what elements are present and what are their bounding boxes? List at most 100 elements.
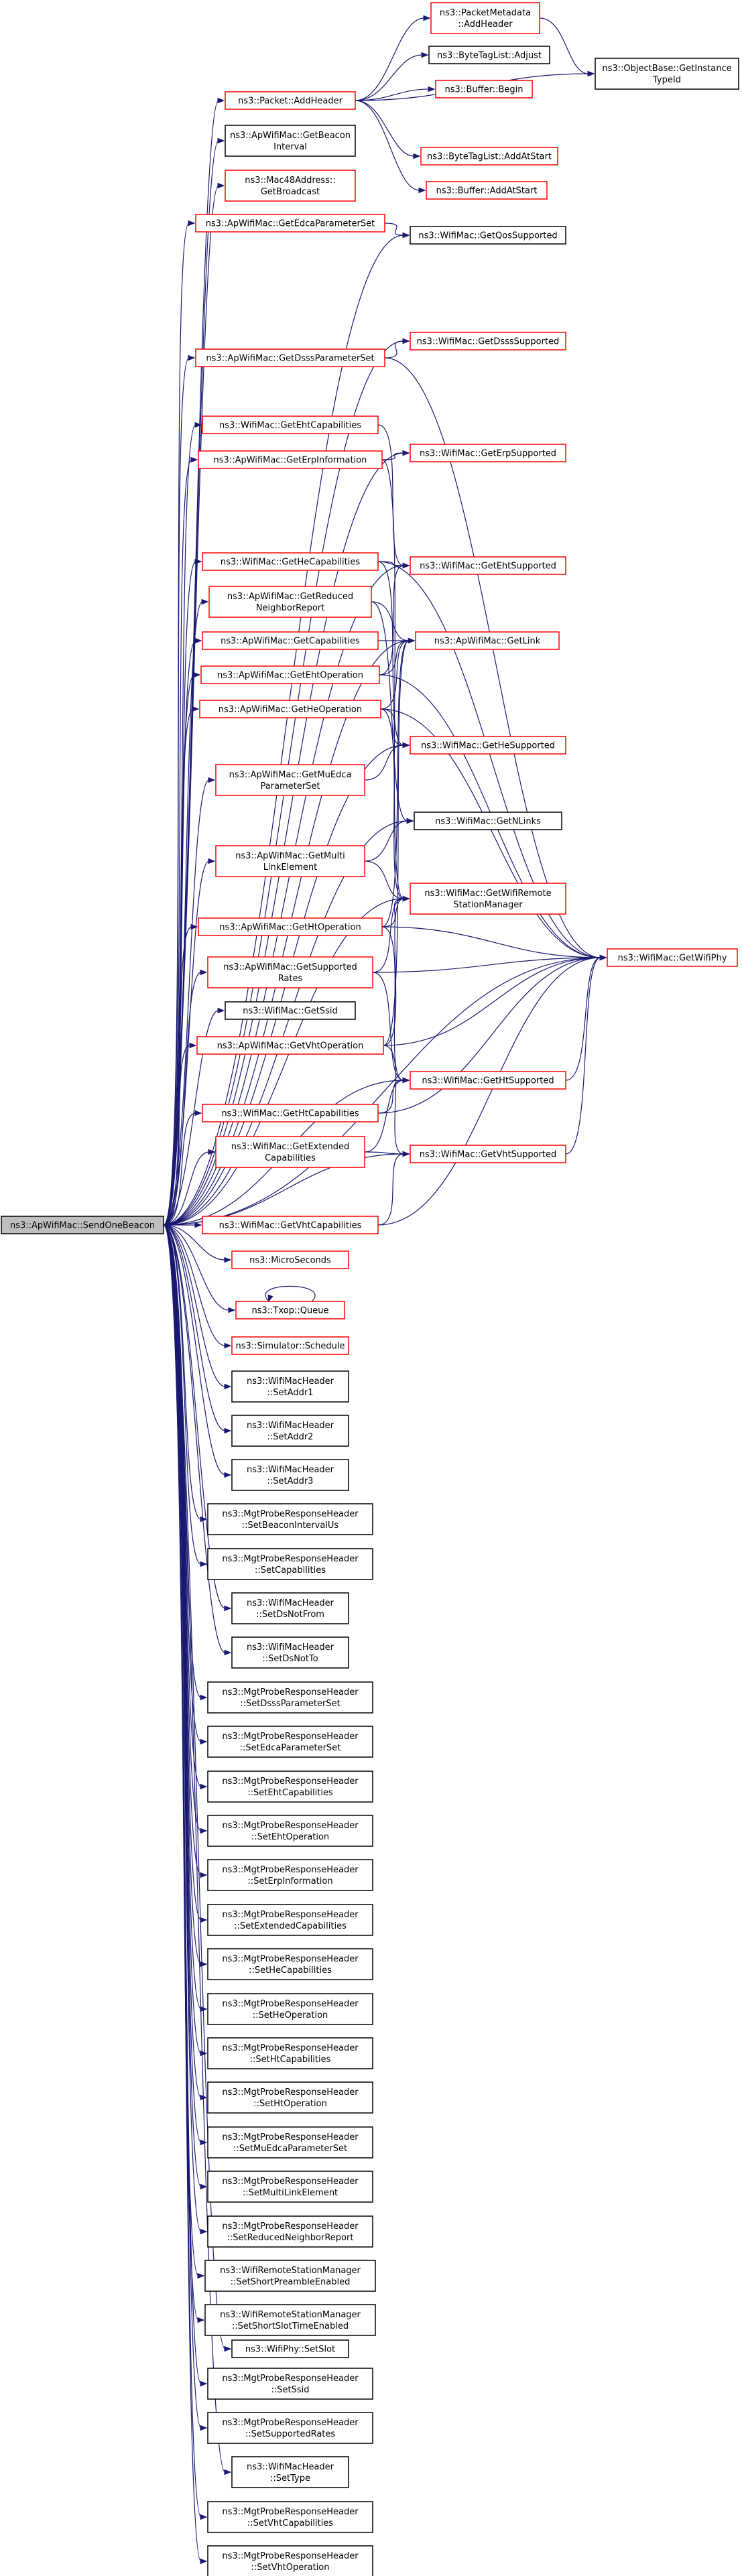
- node-box: [410, 883, 566, 915]
- function-node-getehtsupported[interactable]: ns3::WifiMac::GetEhtSupported: [410, 556, 566, 575]
- function-node-gethecap[interactable]: ns3::WifiMac::GetHeCapabilities: [202, 552, 379, 571]
- function-node-setaddr1[interactable]: ns3::WifiMacHeader::SetAddr1: [231, 1370, 349, 1403]
- function-node-seterpinfo[interactable]: ns3::MgtProbeResponseHeader::SetErpInfor…: [207, 1859, 373, 1891]
- function-node-txopqueue[interactable]: ns3::Txop::Queue: [235, 1301, 345, 1319]
- function-node-sethecap[interactable]: ns3::MgtProbeResponseHeader::SetHeCapabi…: [207, 1948, 373, 1980]
- function-node-getwifiphy[interactable]: ns3::WifiMac::GetWifiPhy: [607, 948, 738, 967]
- call-edge: [163, 923, 198, 1226]
- function-node-setvhtcap[interactable]: ns3::MgtProbeResponseHeader::SetVhtCapab…: [207, 2501, 373, 2533]
- function-node-setvhtoperation[interactable]: ns3::MgtProbeResponseHeader::SetVhtOpera…: [207, 2545, 373, 2576]
- node-label: ns3::ApWifiMac::SendOneBeacon: [10, 1221, 155, 1231]
- function-node-getnlinks[interactable]: ns3::WifiMac::GetNLinks: [414, 812, 562, 830]
- function-node-setextcap[interactable]: ns3::MgtProbeResponseHeader::SetExtended…: [207, 1904, 373, 1936]
- node-label: TypeId: [652, 75, 681, 85]
- call-edge: [364, 1077, 410, 1153]
- call-edge: [372, 954, 607, 973]
- function-node-microseconds[interactable]: ns3::MicroSeconds: [231, 1250, 349, 1269]
- function-node-getbroadcast[interactable]: ns3::Mac48Address::GetBroadcast: [225, 170, 356, 202]
- node-label: ::SetDsNotTo: [262, 1654, 318, 1664]
- function-node-pm_addheader[interactable]: ns3::PacketMetadata::AddHeader: [430, 2, 540, 34]
- function-node-setdsssparamset[interactable]: ns3::MgtProbeResponseHeader::SetDsssPara…: [207, 1681, 373, 1714]
- function-node-root[interactable]: ns3::ApWifiMac::SendOneBeacon: [1, 1216, 164, 1234]
- function-node-getehtoperation[interactable]: ns3::ApWifiMac::GetEhtOperation: [200, 665, 380, 684]
- call-edge: [377, 954, 607, 1226]
- node-label: ns3::MgtProbeResponseHeader: [222, 1954, 359, 1964]
- function-node-bytetag_adjust[interactable]: ns3::ByteTagList::Adjust: [428, 46, 550, 64]
- node-box: [231, 1415, 349, 1447]
- function-node-setmuedca[interactable]: ns3::MgtProbeResponseHeader::SetMuEdcaPa…: [207, 2126, 373, 2159]
- function-node-setshortpreamble[interactable]: ns3::WifiRemoteStationManager::SetShortP…: [204, 2260, 376, 2292]
- function-node-getssid[interactable]: ns3::WifiMac::GetSsid: [225, 1001, 356, 1020]
- function-node-geterpsupported[interactable]: ns3::WifiMac::GetErpSupported: [410, 444, 566, 462]
- node-box: [215, 1136, 365, 1168]
- function-node-setshortslot[interactable]: ns3::WifiRemoteStationManager::SetShortS…: [204, 2304, 376, 2336]
- function-node-packet_addheader[interactable]: ns3::Packet::AddHeader: [225, 91, 356, 110]
- function-node-geterpinfo[interactable]: ns3::ApWifiMac::GetErpInformation: [198, 450, 383, 469]
- call-edge: [381, 926, 607, 961]
- function-node-getdssssupported[interactable]: ns3::WifiMac::GetDsssSupported: [410, 332, 566, 350]
- node-label: ns3::WifiMacHeader: [247, 2462, 334, 2472]
- node-box: [207, 1948, 373, 1980]
- function-node-gethtsupported[interactable]: ns3::WifiMac::GetHtSupported: [410, 1071, 566, 1090]
- node-label: ns3::WifiMac::GetEhtSupported: [420, 562, 556, 572]
- node-label: ns3::WifiMac::GetHtCapabilities: [221, 1109, 359, 1119]
- function-node-bytetag_addatstart[interactable]: ns3::ByteTagList::AddAtStart: [420, 147, 558, 166]
- function-node-setdsnotto[interactable]: ns3::WifiMacHeader::SetDsNotTo: [231, 1636, 349, 1669]
- function-node-buffer_begin[interactable]: ns3::Buffer::Begin: [435, 80, 533, 99]
- node-label: ns3::ApWifiMac::GetEhtOperation: [217, 671, 363, 681]
- function-node-getvhtcap[interactable]: ns3::WifiMac::GetVhtCapabilities: [202, 1216, 379, 1234]
- function-node-getvhtoperation[interactable]: ns3::ApWifiMac::GetVhtOperation: [196, 1036, 384, 1055]
- function-node-gethtcap[interactable]: ns3::WifiMac::GetHtCapabilities: [202, 1104, 379, 1122]
- node-label: ns3::MgtProbeResponseHeader: [222, 1999, 359, 2009]
- function-node-buffer_addatstart[interactable]: ns3::Buffer::AddAtStart: [426, 181, 548, 200]
- function-node-setheoperation[interactable]: ns3::MgtProbeResponseHeader::SetHeOperat…: [207, 1993, 373, 2025]
- function-node-setaddr2[interactable]: ns3::WifiMacHeader::SetAddr2: [231, 1415, 349, 1447]
- call-edge: [163, 1224, 208, 2235]
- function-node-getcapabilities[interactable]: ns3::ApWifiMac::GetCapabilities: [202, 631, 379, 650]
- function-node-gethesupported[interactable]: ns3::WifiMac::GetHeSupported: [410, 736, 566, 755]
- function-node-getlink[interactable]: ns3::ApWifiMac::GetLink: [415, 631, 560, 650]
- node-box: [231, 1250, 349, 1269]
- function-node-sethtcap[interactable]: ns3::MgtProbeResponseHeader::SetHtCapabi…: [207, 2037, 373, 2069]
- node-label: ns3::ApWifiMac::GetVhtOperation: [217, 1041, 364, 1051]
- function-node-getvhtsupported[interactable]: ns3::WifiMac::GetVhtSupported: [410, 1145, 566, 1163]
- node-box: [428, 46, 550, 64]
- function-node-setmultilink[interactable]: ns3::MgtProbeResponseHeader::SetMultiLin…: [207, 2171, 373, 2203]
- function-node-getwifiremote[interactable]: ns3::WifiMac::GetWifiRemoteStationManage…: [410, 883, 566, 915]
- node-label: ::SetErpInformation: [247, 1876, 332, 1886]
- function-node-setbeaconintervalus[interactable]: ns3::MgtProbeResponseHeader::SetBeaconIn…: [207, 1503, 373, 1535]
- function-node-setehtoperation[interactable]: ns3::MgtProbeResponseHeader::SetEhtOpera…: [207, 1815, 373, 1847]
- function-node-getdsssparamset[interactable]: ns3::ApWifiMac::GetDsssParameterSet: [195, 348, 385, 367]
- call-edge: [163, 1224, 232, 1263]
- function-node-setcapabilities[interactable]: ns3::MgtProbeResponseHeader::SetCapabili…: [207, 1548, 373, 1580]
- function-node-setsupportedrates[interactable]: ns3::MgtProbeResponseHeader::SetSupporte…: [207, 2412, 373, 2444]
- node-box: [1, 1216, 164, 1234]
- function-node-settype[interactable]: ns3::WifiMacHeader::SetType: [231, 2456, 349, 2488]
- function-node-setedcaparamset[interactable]: ns3::MgtProbeResponseHeader::SetEdcaPara…: [207, 1726, 373, 1758]
- function-node-getedcaparamset[interactable]: ns3::ApWifiMac::GetEdcaParameterSet: [195, 214, 385, 233]
- function-node-setehtcap[interactable]: ns3::MgtProbeResponseHeader::SetEhtCapab…: [207, 1770, 373, 1803]
- function-node-setreducedneighbor[interactable]: ns3::MgtProbeResponseHeader::SetReducedN…: [207, 2215, 373, 2248]
- node-label: ns3::ApWifiMac::GetHtOperation: [219, 923, 361, 933]
- function-node-sethtoperation[interactable]: ns3::MgtProbeResponseHeader::SetHtOperat…: [207, 2081, 373, 2114]
- function-node-getheoperation[interactable]: ns3::ApWifiMac::GetHeOperation: [199, 700, 381, 718]
- function-node-getqossupported[interactable]: ns3::WifiMac::GetQosSupported: [410, 226, 566, 245]
- node-box: [207, 2037, 373, 2069]
- function-node-setaddr3[interactable]: ns3::WifiMacHeader::SetAddr3: [231, 1459, 349, 1491]
- function-node-setdsnotfrom[interactable]: ns3::WifiMacHeader::SetDsNotFrom: [231, 1592, 349, 1624]
- function-node-setslot[interactable]: ns3::WifiPhy::SetSlot: [231, 2339, 349, 2358]
- function-node-getehtcap[interactable]: ns3::WifiMac::GetEhtCapabilities: [202, 415, 379, 434]
- node-box: [410, 444, 566, 462]
- node-label: ns3::MgtProbeResponseHeader: [222, 2132, 359, 2142]
- function-node-schedule[interactable]: ns3::Simulator::Schedule: [231, 1336, 349, 1355]
- function-node-setssid[interactable]: ns3::MgtProbeResponseHeader::SetSsid: [207, 2368, 373, 2400]
- function-node-gethtoperation[interactable]: ns3::ApWifiMac::GetHtOperation: [198, 917, 383, 936]
- node-label: ns3::WifiRemoteStationManager: [220, 2310, 361, 2320]
